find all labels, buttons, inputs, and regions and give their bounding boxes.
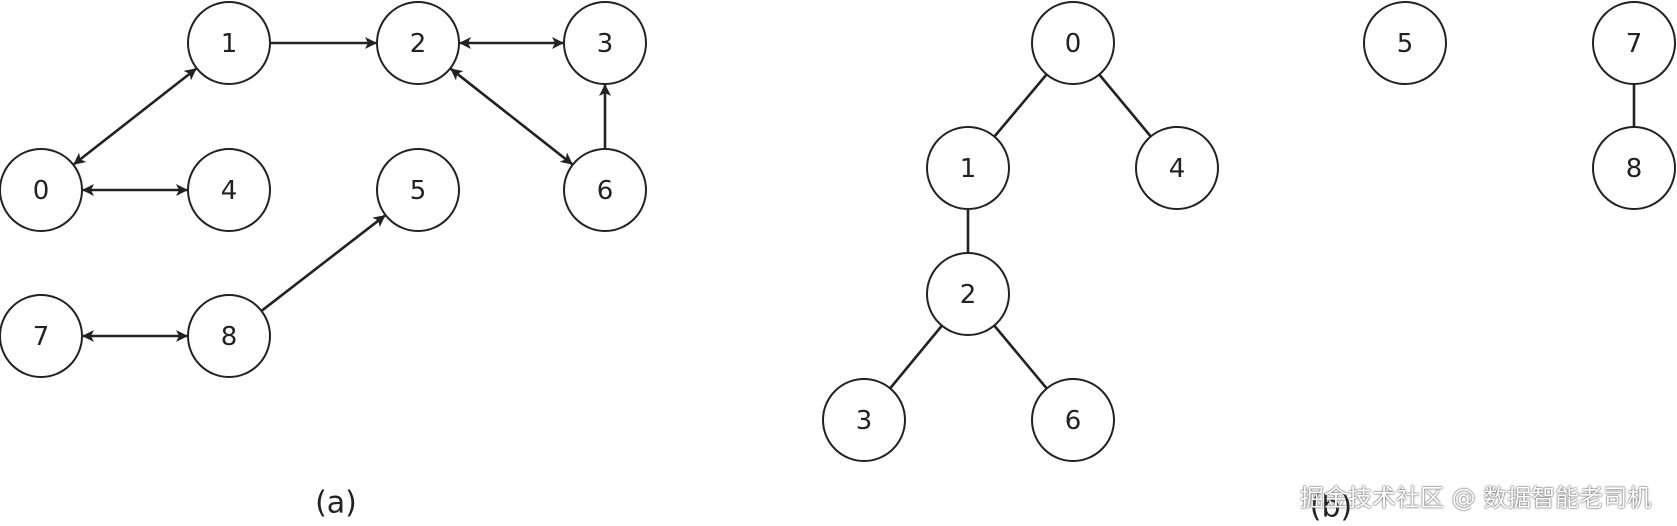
panel-b-node-2: 2 — [926, 252, 1010, 336]
node-circle — [1031, 378, 1115, 462]
panel-a-node-1: 1 — [187, 1, 271, 85]
node-label: 4 — [1169, 154, 1186, 184]
panel-b-node-1: 1 — [926, 126, 1010, 210]
node-circle — [822, 378, 906, 462]
panel-a-nodes: 0 1 2 3 4 5 6 7 8 — [0, 1, 647, 378]
panel-b-caption: (b) — [1310, 490, 1352, 525]
node-circle — [0, 294, 83, 378]
panel-a-node-4: 4 — [187, 148, 271, 232]
panel-b-edges — [889, 73, 1636, 390]
panel-a-node-2: 2 — [376, 1, 460, 85]
node-label: 3 — [856, 406, 873, 436]
panel-b-node-0: 0 — [1031, 1, 1115, 85]
node-circle — [1592, 1, 1676, 85]
panel-b-node-6: 6 — [1031, 378, 1115, 462]
panel-b-edge-0-4 — [1098, 73, 1152, 138]
node-label: 2 — [960, 280, 977, 310]
panel-a-edge-6-2 — [450, 67, 573, 166]
node-label: 7 — [1626, 29, 1643, 59]
node-label: 5 — [1397, 29, 1414, 59]
panel-a-node-7: 7 — [0, 294, 83, 378]
node-circle — [563, 148, 647, 232]
node-label: 8 — [1626, 154, 1643, 184]
panel-b-node-4: 4 — [1135, 126, 1219, 210]
node-circle — [1363, 1, 1447, 85]
node-circle — [376, 148, 460, 232]
panel-a-directed-graph: 0 1 2 3 4 5 6 7 8 (a) — [0, 1, 647, 521]
panel-a-node-8: 8 — [187, 294, 271, 378]
panel-b-edge-2-3 — [889, 324, 943, 390]
node-circle — [376, 1, 460, 85]
node-label: 8 — [221, 322, 238, 352]
panel-a-edge-8-5 — [261, 214, 386, 312]
panel-b-node-3: 3 — [822, 378, 906, 462]
node-label: 6 — [597, 176, 614, 206]
node-label: 4 — [221, 176, 238, 206]
panel-b-node-5: 5 — [1363, 1, 1447, 85]
panel-b-node-8: 8 — [1592, 126, 1676, 210]
node-circle — [1135, 126, 1219, 210]
node-circle — [187, 1, 271, 85]
node-label: 1 — [960, 154, 977, 184]
panel-a-caption: (a) — [315, 486, 357, 521]
panel-a-edges — [73, 37, 611, 342]
node-label: 2 — [410, 29, 427, 59]
panel-a-edge-0-1 — [73, 67, 197, 166]
node-label: 7 — [33, 322, 50, 352]
panel-b-edge-0-1 — [993, 73, 1048, 138]
node-circle — [187, 148, 271, 232]
node-circle — [187, 294, 271, 378]
node-label: 5 — [410, 176, 427, 206]
panel-b-spanning-forest: 0 1 4 2 3 6 5 7 8 (b) — [822, 1, 1676, 525]
panel-b-edge-2-6 — [993, 324, 1048, 390]
node-circle — [1031, 1, 1115, 85]
node-label: 3 — [597, 29, 614, 59]
node-label: 6 — [1065, 406, 1082, 436]
watermark-text: 掘金技术社区 @ 数据智能老司机 — [1300, 484, 1652, 512]
panel-a-node-3: 3 — [563, 1, 647, 85]
node-circle — [926, 252, 1010, 336]
node-label: 1 — [221, 29, 238, 59]
node-circle — [0, 148, 83, 232]
panel-b-node-7: 7 — [1592, 1, 1676, 85]
node-circle — [563, 1, 647, 85]
panel-a-node-5: 5 — [376, 148, 460, 232]
panel-b-nodes: 0 1 4 2 3 6 5 7 8 — [822, 1, 1676, 462]
node-label: 0 — [33, 176, 50, 206]
panel-a-node-0: 0 — [0, 148, 83, 232]
node-circle — [926, 126, 1010, 210]
panel-a-node-6: 6 — [563, 148, 647, 232]
node-label: 0 — [1065, 29, 1082, 59]
node-circle — [1592, 126, 1676, 210]
